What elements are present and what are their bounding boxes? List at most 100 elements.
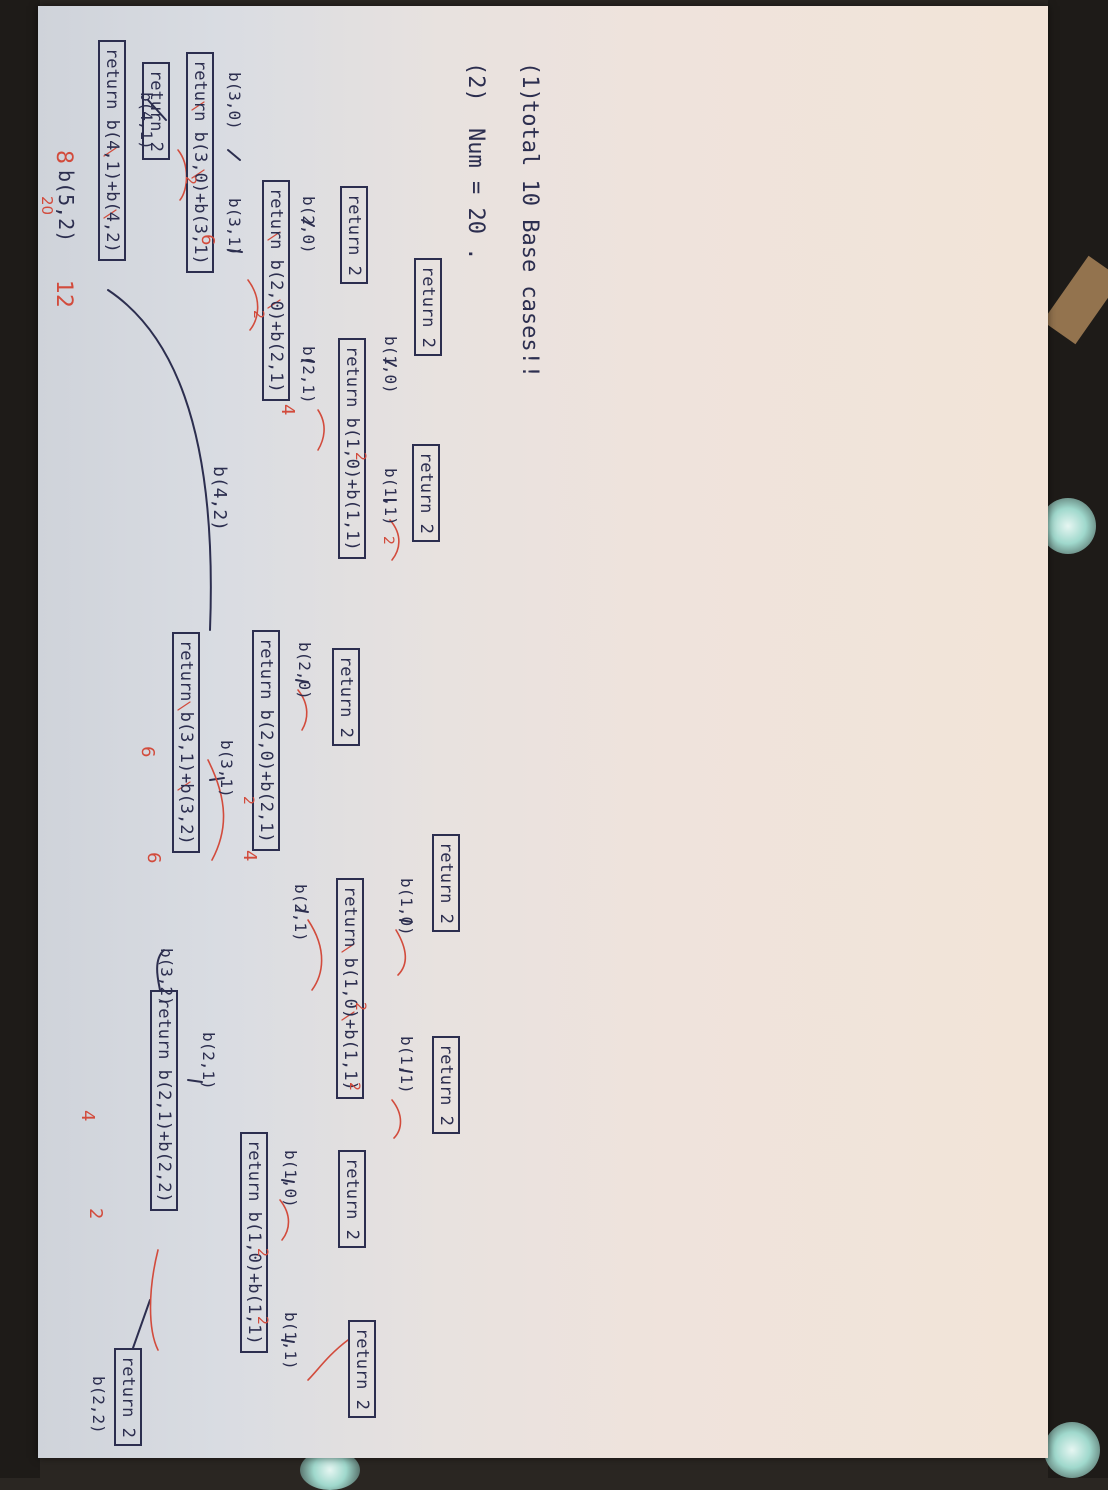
red-value: 2 (250, 310, 266, 319)
note-2-text: Num = 20 . (463, 128, 488, 261)
strike (177, 781, 191, 791)
red-value: 2 (240, 796, 256, 805)
strike (341, 943, 355, 953)
label-b21: b(2,1) (299, 346, 318, 404)
box-return-2-c: return 2 (414, 258, 442, 356)
call-arrow (187, 1079, 203, 1083)
strike (191, 101, 205, 111)
red-value: 4 (277, 404, 298, 416)
call-arrow (227, 249, 243, 253)
red-value: 6 (143, 852, 164, 864)
call-arrow (295, 679, 309, 683)
call-arrow-b22 (132, 1299, 151, 1349)
red-value: 2 (254, 1248, 270, 1257)
label-b10-right: b(1,0) (281, 1150, 300, 1208)
label-b31: b(3,1) (225, 198, 244, 256)
paper-sheet (38, 6, 1048, 1458)
label-b10-mid: b(1,0) (397, 878, 416, 936)
red-value: 2 (85, 1208, 106, 1220)
call-arrow (383, 359, 397, 367)
red-value: 2 (380, 536, 396, 545)
box-b21-b22: return b(2,1)+b(2,2) (150, 990, 178, 1211)
call-arrow-b41 (147, 99, 167, 121)
label-b11: b(1,1) (381, 468, 400, 526)
box-return-2-j: return 2 (114, 1348, 142, 1446)
box-b20-b21: return b(2,0)+b(2,1) (262, 180, 290, 401)
label-b11-right: b(1,1) (281, 1312, 300, 1370)
title-side-count: 12 (51, 280, 76, 308)
label-b42: b(4,2) (209, 466, 230, 532)
box-return-2-a: return 2 (142, 62, 170, 160)
table-edge-right (1048, 0, 1108, 1478)
title-call: b(5,2) (54, 170, 78, 243)
note-1-marker: (1) (517, 62, 542, 102)
return-curve (307, 1339, 349, 1381)
red-value: 4 (77, 1110, 98, 1122)
label-b20: b(2,0) (299, 196, 318, 254)
box-return-2-h: return 2 (338, 1150, 366, 1248)
return-curve (297, 689, 308, 731)
box-return-2-g: return 2 (432, 1036, 460, 1134)
call-arrow (227, 149, 241, 161)
red-value: 2 (352, 452, 368, 461)
box-b20-b21-mid: return b(2,0)+b(2,1) (252, 630, 280, 851)
red-value: 4 (239, 850, 260, 862)
call-arrow (301, 359, 315, 363)
red-value: 2 (346, 1082, 362, 1091)
title-count: 8 (51, 150, 76, 164)
box-return-2-e: return 2 (332, 648, 360, 746)
label-b31-right: b(3,1) (217, 740, 236, 798)
call-arrow (399, 919, 413, 923)
box-b10-b11: return b(1,0)+b(1,1) (338, 338, 366, 559)
call-arrow (281, 1339, 295, 1343)
label-b10: b(1,0) (381, 336, 400, 394)
strike (341, 1011, 355, 1021)
red-value: 2 (182, 176, 198, 185)
pin-bottom (1044, 1422, 1100, 1478)
label-b22: b(2,2) (89, 1376, 108, 1434)
box-return-2-b: return 2 (340, 186, 368, 284)
box-return-2-f: return 2 (432, 834, 460, 932)
strike (103, 147, 117, 157)
label-b30: b(3,0) (225, 72, 244, 130)
strike (267, 231, 281, 241)
return-curve (389, 519, 400, 561)
return-curve (391, 1099, 402, 1139)
call-arrow (295, 909, 309, 913)
return-curve (149, 1249, 159, 1351)
label-b11-mid: b(1,1) (397, 1036, 416, 1094)
box-return-2-d: return 2 (412, 444, 440, 542)
return-curve (395, 929, 407, 976)
note-1-text: total 10 Base cases!! (517, 100, 542, 379)
table-edge-left (0, 0, 40, 1478)
strike (191, 169, 205, 179)
label-b20-mid: b(2,0) (295, 642, 314, 700)
note-2-marker: (2) (463, 62, 488, 102)
pin-top (1040, 498, 1096, 554)
return-curve (279, 1199, 290, 1241)
red-value: 6 (137, 746, 158, 758)
red-value: 6 (197, 234, 218, 246)
strike (177, 701, 191, 711)
return-curve (307, 919, 323, 991)
red-value: 2 (254, 1316, 270, 1325)
call-arrow (399, 1069, 413, 1073)
label-b21-mid: b(2,1) (291, 884, 310, 942)
strike (103, 209, 117, 219)
label-b21-right: b(2,1) (199, 1032, 218, 1090)
call-arrow (281, 1179, 295, 1183)
call-arrow-b32 (156, 949, 165, 991)
call-arrow-b42 (107, 289, 212, 631)
box-b41-b42: return b(4,1)+b(4,2) (98, 40, 126, 261)
title-result: 20 (38, 196, 56, 216)
box-b31-b32: return b(3,1)+b(3,2) (172, 632, 200, 853)
return-curve (317, 409, 325, 451)
box-return-2-i: return 2 (348, 1320, 376, 1418)
strike (267, 299, 281, 309)
box-b10-b11-mid: return b(1,0)+b(1,1) (336, 878, 364, 1099)
return-curve (207, 759, 225, 861)
call-arrow (301, 219, 315, 227)
